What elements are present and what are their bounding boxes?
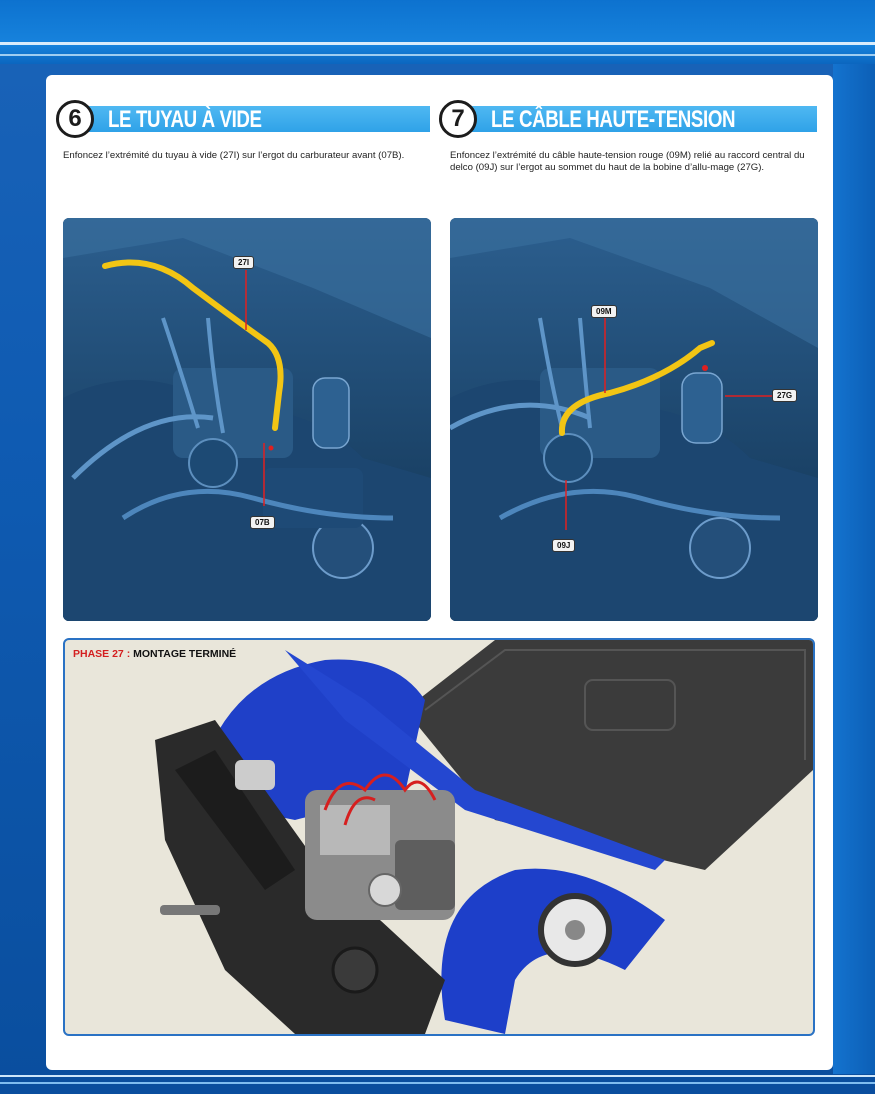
header-stripe <box>0 54 875 56</box>
step-6-number: 6 <box>56 100 94 138</box>
final-title: PHASE 27 : MONTAGE TERMINÉ <box>73 648 236 660</box>
header-stripe <box>0 42 875 45</box>
step-title-bar <box>76 106 430 132</box>
engine-illustration <box>450 218 818 621</box>
callout-27I: 27I <box>233 256 255 269</box>
callout-27G: 27G <box>772 389 798 402</box>
step-7-engine-photo: 09M 27G 09J <box>450 218 818 621</box>
callout-09J: 09J <box>552 539 576 552</box>
page-card: LE TUYAU À VIDE 6 Enfoncez l’extrémité d… <box>46 75 833 1070</box>
engine-illustration <box>63 218 431 621</box>
side-band <box>833 64 875 1074</box>
step-7-title: LE CÂBLE HAUTE-TENSION <box>491 106 736 133</box>
step-6-engine-photo: 27I 07B <box>63 218 431 621</box>
car-assembly-illustration <box>155 640 813 1034</box>
callout-07B: 07B <box>250 516 275 529</box>
final-assembly-panel: PHASE 27 : MONTAGE TERMINÉ <box>63 638 815 1036</box>
step-6-instruction: Enfoncez l’extrémité du tuyau à vide (27… <box>63 150 405 161</box>
header-band <box>0 0 875 64</box>
step-title-bar <box>459 106 817 132</box>
step-6-title: LE TUYAU À VIDE <box>108 106 262 133</box>
footer-stripe <box>0 1075 875 1077</box>
callout-09M: 09M <box>591 305 617 318</box>
final-heading: MONTAGE TERMINÉ <box>133 648 237 660</box>
step-7-instruction: Enfoncez l’extrémité du câble haute-tens… <box>450 150 805 173</box>
footer-stripe <box>0 1082 875 1084</box>
phase-label: PHASE 27 : <box>73 648 131 660</box>
step-6-header: LE TUYAU À VIDE 6 <box>56 100 430 138</box>
step-7-header: LE CÂBLE HAUTE-TENSION 7 <box>439 100 817 138</box>
step-7-number: 7 <box>439 100 477 138</box>
